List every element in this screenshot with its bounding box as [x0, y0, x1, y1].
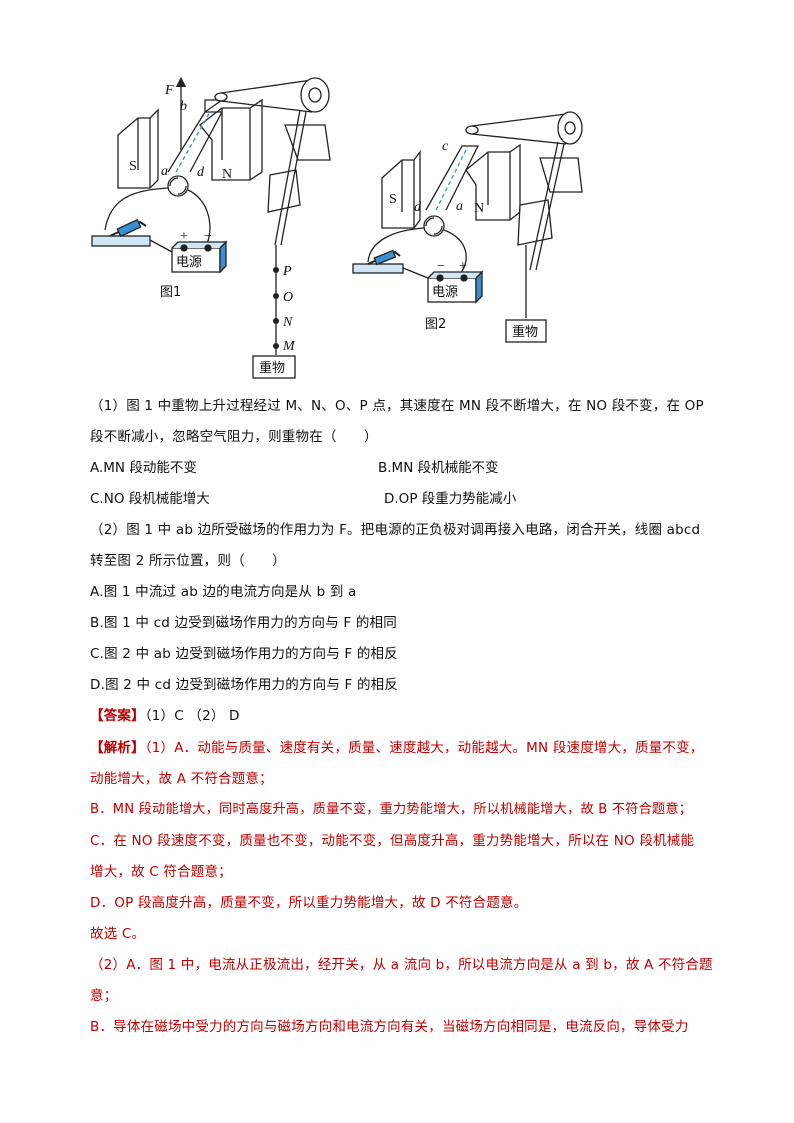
- label-m: M: [282, 339, 296, 354]
- label-n-point: N: [282, 315, 293, 330]
- q2-stem-line1: （2）图 1 中 ab 边所受磁场的作用力为 F。把电源的正负极对调再接入电路，…: [90, 522, 701, 538]
- label-s-2: S: [389, 192, 397, 207]
- analysis-line-7: 故选 C。: [90, 926, 146, 942]
- analysis-line-4: C．在 NO 段速度不变，质量也不变，动能不变，但高度升高，重力势能增大，所以在…: [90, 833, 695, 849]
- figure-1: [91, 76, 331, 379]
- power-label-2: 电源: [432, 285, 458, 300]
- label-d-2: d: [414, 200, 422, 215]
- label-minus-2: −: [437, 259, 445, 274]
- q2-option-c: C.图 2 中 ab 边受到磁场作用力的方向与 F 的相反: [90, 646, 398, 662]
- q2-option-d: D.图 2 中 cd 边受到磁场作用力的方向与 F 的相反: [90, 677, 399, 693]
- label-c-2: c: [442, 139, 449, 154]
- analysis-line-3: B．MN 段动能增大，同时高度升高，质量不变，重力势能增大，所以机械能增大，故 …: [90, 802, 693, 817]
- label-b: b: [180, 99, 187, 114]
- label-force: F: [164, 83, 174, 98]
- analysis-line-10: B．导体在磁场中受力的方向与磁场方向和电流方向有关，当磁场方向相同是，电流反向，…: [90, 1019, 689, 1035]
- label-s: S: [129, 159, 137, 174]
- label-d: d: [197, 165, 205, 180]
- magnet-n-1: [199, 98, 263, 181]
- analysis-line-1: 【解析】（1）A．动能与质量、速度有关，质量、速度越大，动能越大。MN 段速度增…: [90, 738, 704, 758]
- answer-text: （1）C （2） D: [144, 708, 240, 724]
- physics-figure: F b a d S N + − 电源 P O N M 重物 图1: [91, 76, 583, 379]
- figure-2-caption: 图2: [425, 317, 446, 332]
- figure-1-labels: F b a d S N + − 电源 P O N M 重物 图1: [129, 83, 296, 376]
- label-n-2: N: [474, 201, 484, 216]
- label-n: N: [222, 167, 232, 182]
- analysis-line-5: 增大，故 C 符合题意；: [90, 864, 232, 880]
- q2-stem-line2: 转至图 2 所示位置，则（ ）: [90, 553, 286, 569]
- q1-stem-line2: 段不断减小，忽略空气阻力，则重物在（ ）: [90, 429, 378, 445]
- weight-label-1: 重物: [259, 360, 285, 376]
- figure-2: [352, 111, 583, 343]
- q1-option-b: B.MN 段机械能不变: [378, 460, 499, 476]
- q1-option-d: D.OP 段重力势能减小: [384, 491, 517, 507]
- label-a-2: a: [456, 199, 463, 214]
- q2-option-a: A.图 1 中流过 ab 边的电流方向是从 b 到 a: [90, 584, 357, 600]
- analysis-text-1: （1）A．动能与质量、速度有关，质量、速度越大，动能越大。MN 段速度增大，质量…: [144, 740, 704, 756]
- analysis-line-9: 意；: [90, 988, 118, 1004]
- analysis-line-6: D．OP 段高度升高，质量不变，所以重力势能增大，故 D 不符合题意。: [90, 895, 528, 911]
- label-o: O: [283, 290, 293, 305]
- answer-line: 【答案】（1）C （2） D: [90, 706, 240, 726]
- power-label-1: 电源: [176, 255, 202, 270]
- label-a: a: [161, 164, 168, 179]
- analysis-line-8: （2）A．图 1 中，电流从正极流出，经开关，从 a 流向 b，所以电流方向是从…: [90, 957, 713, 973]
- q2-option-b: B.图 1 中 cd 边受到磁场作用力的方向与 F 的相同: [90, 615, 397, 631]
- label-plus: +: [180, 229, 188, 244]
- figure-2-labels: c d a S N − + 电源 重物 图2: [389, 139, 538, 340]
- label-p: P: [282, 264, 292, 279]
- answer-label: 【答案】: [90, 708, 145, 724]
- analysis-label: 【解析】: [90, 740, 145, 756]
- weight-label-2: 重物: [512, 324, 538, 340]
- figure-1-caption: 图1: [160, 285, 181, 300]
- analysis-line-2: 动能增大，故 A 不符合题意；: [90, 771, 273, 787]
- q1-option-c: C.NO 段机械能增大: [90, 491, 210, 507]
- magnet-s-2: [381, 150, 421, 229]
- q1-option-a: A.MN 段动能不变: [90, 460, 197, 476]
- q1-stem-line1: （1）图 1 中重物上升过程经过 M、N、O、P 点，其速度在 MN 段不断增大…: [90, 398, 704, 414]
- label-plus-2: +: [459, 259, 467, 274]
- label-minus: −: [204, 229, 212, 244]
